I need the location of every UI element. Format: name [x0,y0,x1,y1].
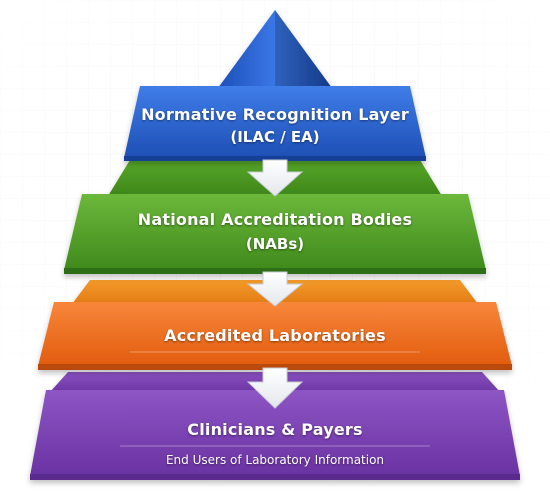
tier-normative-title: Normative Recognition Layer [141,105,409,124]
tier-national-shape [64,160,486,274]
tier-normative-front [124,86,426,158]
tier-users-title: Clinicians & Payers [187,420,363,439]
tier-laboratories-title: Accredited Laboratories [164,326,386,345]
tier-users-subtitle: End Users of Laboratory Information [165,453,385,467]
tier-normative-shape [124,10,426,161]
tier-normative-subtitle: (ILAC / EA) [230,128,320,146]
pyramid-apex-shade [275,10,332,88]
tier-users-front [30,390,520,476]
tier-national-front [64,194,486,270]
tier-laboratories-shape [38,280,512,370]
tier-laboratories-front [38,302,512,366]
arrow-down-icon [246,367,304,409]
tier-users-shape [30,372,520,480]
tier-national-subtitle: (NABs) [245,235,305,253]
arrow-down-icon [246,271,304,307]
arrow-down-icon [246,159,304,197]
tier-national-title: National Accreditation Bodies [137,210,413,229]
